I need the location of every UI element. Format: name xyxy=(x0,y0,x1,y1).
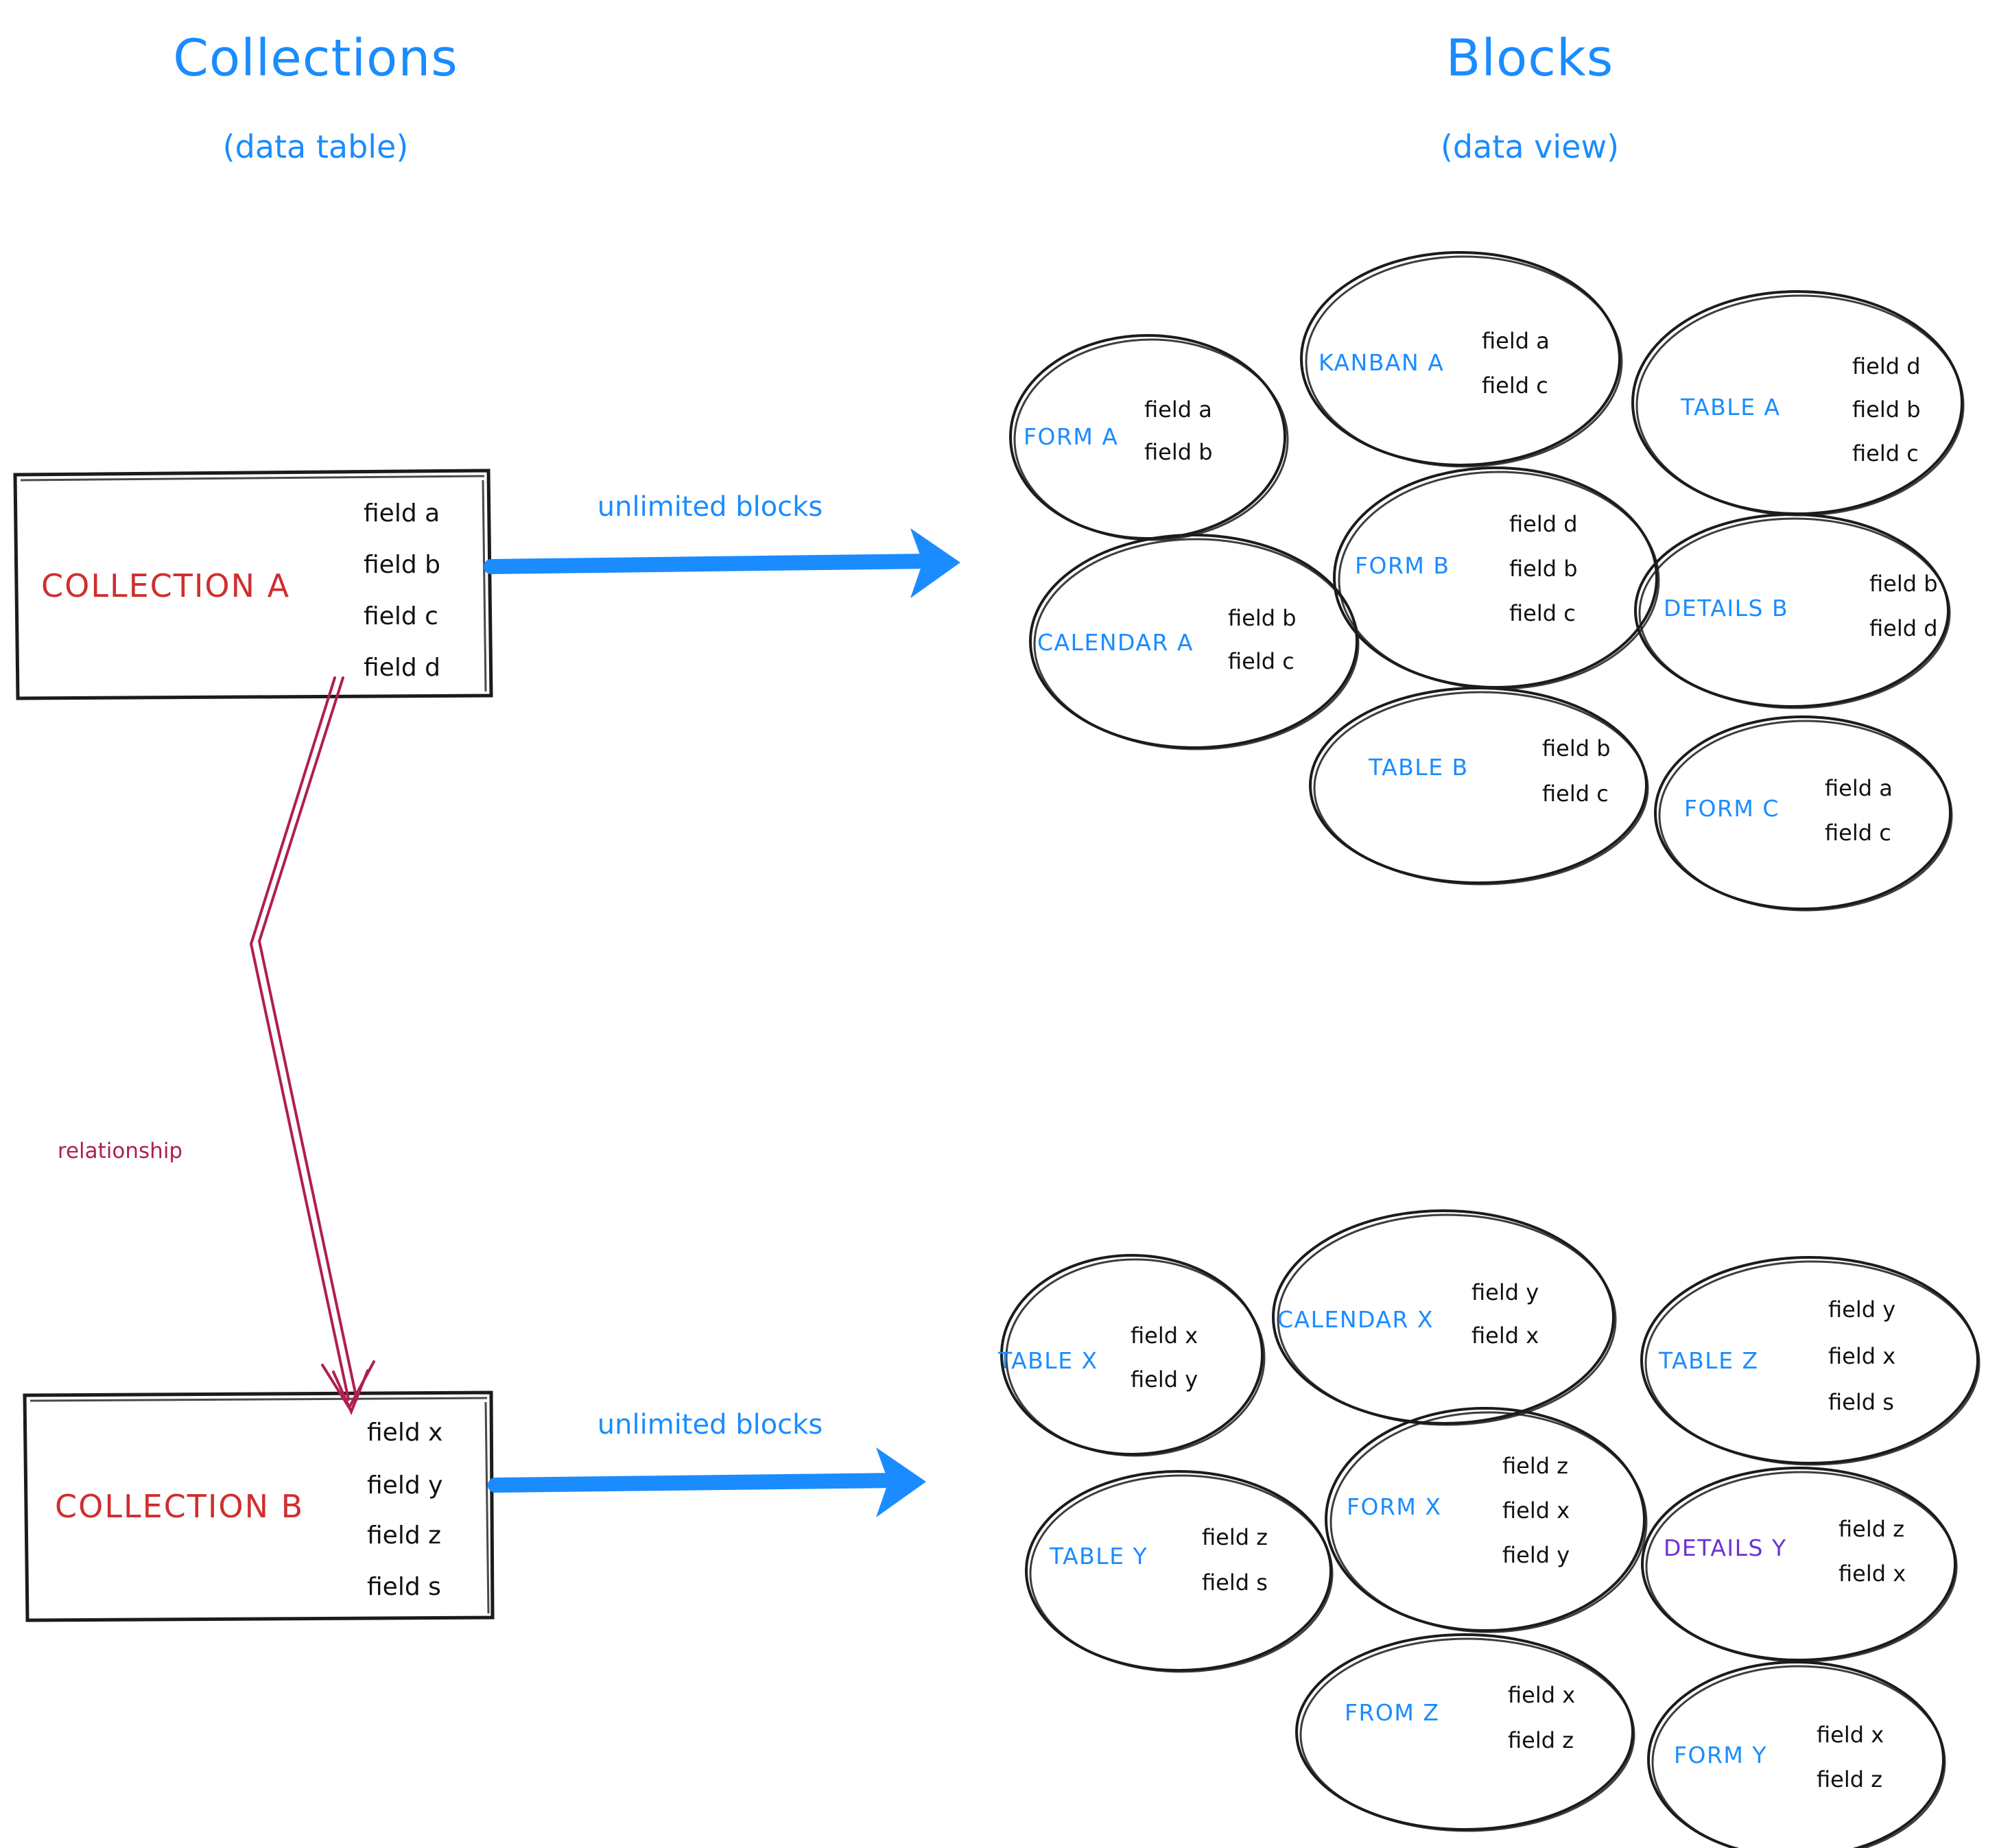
block-form-a-field-0: field a xyxy=(1144,396,1212,423)
block-form-a-field-1: field b xyxy=(1144,439,1213,465)
block-form-c[interactable]: FORM C field a field c xyxy=(1654,715,1953,912)
block-table-x[interactable]: TABLE X field x field y xyxy=(997,1254,1266,1457)
arrow-b: unlimited blocks xyxy=(488,1409,926,1517)
collections-subheading: (data table) xyxy=(223,128,409,165)
collection-b-name: COLLECTION B xyxy=(55,1488,304,1525)
block-calendar-a-field-1: field c xyxy=(1228,648,1294,674)
collection-a-name: COLLECTION A xyxy=(41,567,290,604)
collection-a-field-3: field d xyxy=(364,654,440,682)
block-table-y-field-1: field s xyxy=(1202,1569,1268,1596)
block-details-y-name: DETAILS Y xyxy=(1664,1535,1787,1561)
block-calendar-a[interactable]: CALENDAR A field b field c xyxy=(1029,534,1360,750)
block-details-b-field-1: field d xyxy=(1869,615,1938,641)
block-calendar-a-field-0: field b xyxy=(1228,605,1297,631)
block-table-a-field-2: field c xyxy=(1852,440,1919,466)
relationship-connector: relationship xyxy=(58,676,375,1416)
block-form-y-field-0: field x xyxy=(1817,1722,1884,1748)
block-details-b-field-0: field b xyxy=(1869,571,1938,597)
block-table-a-field-1: field b xyxy=(1852,396,1921,423)
collection-a-box[interactable]: COLLECTION A field a field b field c fie… xyxy=(13,469,493,700)
block-table-a-field-0: field d xyxy=(1852,353,1921,379)
block-kanban-a-name: KANBAN A xyxy=(1319,349,1444,376)
block-from-z[interactable]: FROM Z field x field z xyxy=(1295,1633,1635,1832)
block-calendar-a-name: CALENDAR A xyxy=(1037,629,1194,656)
block-table-z-field-0: field y xyxy=(1828,1296,1895,1323)
block-details-y[interactable]: DETAILS Y field z field x xyxy=(1641,1467,1958,1663)
block-form-b[interactable]: FORM B field d field b field c xyxy=(1333,466,1660,690)
arrow-b-label: unlimited blocks xyxy=(598,1409,823,1441)
collection-b-field-2: field z xyxy=(367,1521,441,1550)
collection-b-field-3: field s xyxy=(367,1573,441,1601)
block-form-b-field-1: field b xyxy=(1509,556,1578,582)
block-form-x-name: FORM X xyxy=(1347,1493,1441,1520)
arrow-a-label: unlimited blocks xyxy=(598,491,823,523)
block-details-b[interactable]: DETAILS B field b field d xyxy=(1634,513,1951,709)
blocks-subheading: (data view) xyxy=(1441,128,1619,165)
block-form-y-field-1: field z xyxy=(1817,1766,1882,1792)
block-calendar-x[interactable]: CALENDAR X field y field x xyxy=(1272,1209,1617,1426)
blocks-for-collection-b: TABLE X field x field y CALENDAR X field… xyxy=(997,1209,1981,1848)
block-form-x[interactable]: FORM X field z field x field y xyxy=(1325,1407,1648,1633)
block-table-y-name: TABLE Y xyxy=(1049,1543,1148,1569)
block-form-b-field-2: field c xyxy=(1509,600,1576,626)
collection-a-field-2: field c xyxy=(364,602,438,630)
block-from-z-name: FROM Z xyxy=(1345,1699,1439,1726)
block-form-x-field-0: field z xyxy=(1502,1453,1568,1479)
block-table-z-name: TABLE Z xyxy=(1658,1347,1759,1374)
collection-b-field-1: field y xyxy=(367,1471,442,1500)
block-form-y[interactable]: FORM Y field x field z xyxy=(1647,1661,1946,1848)
block-kanban-a-field-1: field c xyxy=(1482,372,1548,399)
block-form-c-name: FORM C xyxy=(1684,795,1780,822)
block-form-x-field-1: field x xyxy=(1502,1497,1570,1524)
collection-a-field-0: field a xyxy=(364,499,440,528)
block-form-c-field-1: field c xyxy=(1825,820,1891,846)
block-calendar-x-field-0: field y xyxy=(1471,1279,1539,1305)
block-table-b-field-0: field b xyxy=(1542,735,1611,761)
block-calendar-x-name: CALENDAR X xyxy=(1277,1306,1434,1333)
block-table-a[interactable]: TABLE A field d field b field c xyxy=(1631,290,1965,517)
blocks-heading: Blocks xyxy=(1446,29,1614,88)
block-table-x-field-0: field x xyxy=(1131,1323,1198,1349)
block-form-a-name: FORM A xyxy=(1024,423,1118,450)
block-table-b-field-1: field c xyxy=(1542,781,1609,807)
block-calendar-x-field-1: field x xyxy=(1471,1323,1539,1349)
block-kanban-a-field-0: field a xyxy=(1482,328,1550,354)
block-table-z[interactable]: TABLE Z field y field x field s xyxy=(1640,1256,1981,1466)
block-form-c-field-0: field a xyxy=(1825,775,1893,801)
relationship-label: relationship xyxy=(58,1139,182,1163)
collection-a-field-1: field b xyxy=(364,551,440,579)
block-table-x-field-1: field y xyxy=(1131,1366,1198,1393)
collection-b-field-0: field x xyxy=(367,1419,442,1447)
block-table-a-name: TABLE A xyxy=(1680,394,1781,420)
block-table-x-name: TABLE X xyxy=(997,1347,1098,1374)
block-details-y-field-0: field z xyxy=(1838,1516,1904,1542)
block-from-z-field-1: field z xyxy=(1508,1727,1574,1753)
collections-heading: Collections xyxy=(173,29,458,88)
collection-b-box[interactable]: COLLECTION B field x field y field z fie… xyxy=(23,1390,495,1622)
block-table-y-field-0: field z xyxy=(1202,1524,1268,1550)
block-kanban-a[interactable]: KANBAN A field a field c xyxy=(1300,251,1623,468)
block-form-b-name: FORM B xyxy=(1355,552,1450,579)
block-table-b[interactable]: TABLE B field b field c xyxy=(1309,687,1649,886)
arrow-a: unlimited blocks xyxy=(484,491,960,598)
block-details-y-field-1: field x xyxy=(1838,1561,1906,1587)
block-from-z-field-0: field x xyxy=(1508,1682,1575,1708)
block-details-b-name: DETAILS B xyxy=(1664,595,1788,621)
block-table-b-name: TABLE B xyxy=(1368,754,1469,781)
block-table-y[interactable]: TABLE Y field z field s xyxy=(1025,1470,1334,1673)
blocks-for-collection-a: FORM A field a field b KANBAN A field a … xyxy=(1009,251,1965,912)
block-form-x-field-2: field y xyxy=(1502,1542,1570,1568)
block-form-b-field-0: field d xyxy=(1509,511,1578,537)
block-table-z-field-1: field x xyxy=(1828,1343,1895,1369)
block-form-y-name: FORM Y xyxy=(1674,1742,1767,1768)
block-table-z-field-2: field s xyxy=(1828,1389,1894,1415)
block-form-a[interactable]: FORM A field a field b xyxy=(1009,334,1289,541)
